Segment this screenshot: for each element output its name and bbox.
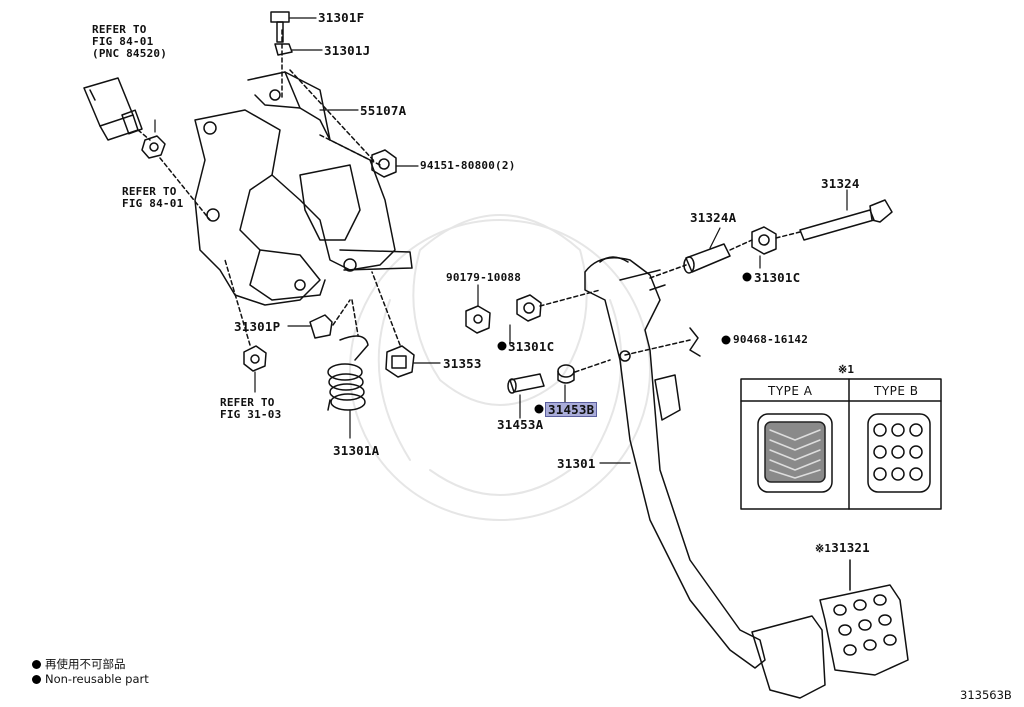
nut-84-01: [141, 135, 166, 159]
pin-31453A: [507, 373, 545, 394]
refer-line-3: (PNC 84520): [92, 47, 168, 60]
label-90468-16142[interactable]: 90468-16142: [733, 333, 809, 346]
bullet-icon: [32, 660, 41, 669]
note-mark-type-box: ※1: [838, 363, 855, 376]
nut-31-03: [243, 345, 267, 372]
bullet-icon: [32, 675, 41, 684]
label-refer-84-01: REFER TO FIG 84-01: [122, 186, 183, 210]
type-a-header: TYPE A: [768, 384, 813, 398]
type-a-pad-texture: [764, 421, 826, 483]
return-spring-31301A: [327, 335, 369, 411]
refer-line-1: REFER TO: [220, 396, 275, 409]
clip-90468: [689, 327, 701, 357]
label-31321-number: 31321: [831, 540, 870, 555]
nut-94151: [371, 149, 397, 178]
nonreusable-bullets: [497, 272, 752, 414]
bushing-31353: [385, 345, 415, 378]
label-31301A[interactable]: 31301A: [333, 443, 380, 458]
label-31301C-right[interactable]: 31301C: [754, 270, 801, 285]
legend: 再使用不可部品 Non-reusable part: [32, 657, 149, 687]
clip-31301P: [309, 314, 333, 339]
refer-line-2: FIG 84-01: [122, 197, 184, 210]
sleeve-31324A: [683, 243, 731, 274]
label-55107A[interactable]: 55107A: [360, 103, 407, 118]
bolt-31301F: [270, 11, 290, 43]
label-31353[interactable]: 31353: [443, 356, 482, 371]
label-31301[interactable]: 31301: [557, 456, 596, 471]
legend-line-en: Non-reusable part: [32, 672, 149, 687]
label-refer-31-03: REFER TO FIG 31-03: [220, 397, 281, 421]
label-90179-10088[interactable]: 90179-10088: [446, 271, 522, 284]
label-31324A[interactable]: 31324A: [690, 210, 737, 225]
bolt-31324: [799, 199, 893, 241]
legend-text-jp: 再使用不可部品: [45, 657, 126, 671]
refer-line-1: REFER TO: [122, 185, 177, 198]
refer-line-2: FIG 84-01: [92, 35, 154, 48]
stop-lamp-switch: [83, 77, 143, 141]
type-b-pad-holes: [873, 423, 923, 481]
pad-type-box: [740, 378, 942, 510]
legend-line-jp: 再使用不可部品: [32, 657, 149, 672]
pedal-pad-installed: [751, 615, 826, 699]
legend-text-en: Non-reusable part: [45, 672, 149, 686]
refer-line-2: FIG 31-03: [220, 408, 282, 421]
label-94151-80800[interactable]: 94151-80800(2): [420, 159, 516, 172]
label-31301C-mid[interactable]: 31301C: [508, 339, 555, 354]
label-refer-84-01-pnc: REFER TO FIG 84-01 (PNC 84520): [92, 24, 167, 60]
bushing-31453B: [557, 364, 575, 384]
label-31324[interactable]: 31324: [821, 176, 860, 191]
label-31321[interactable]: ※131321: [815, 541, 870, 555]
nut-90179: [465, 305, 491, 334]
type-b-header: TYPE B: [874, 384, 919, 398]
refer-line-1: REFER TO: [92, 23, 147, 36]
label-31301J[interactable]: 31301J: [324, 43, 371, 58]
label-31301P[interactable]: 31301P: [234, 319, 281, 334]
clutch-pedal-arm-31301: [584, 256, 766, 669]
nut-31301C-mid: [516, 294, 542, 322]
label-31453B-highlighted[interactable]: 31453B: [545, 402, 598, 417]
pedal-bracket: [194, 71, 413, 306]
nut-31301C-right: [751, 226, 777, 255]
label-31453A[interactable]: 31453A: [497, 417, 544, 432]
leader-lines: [154, 17, 848, 464]
watermark-emblem: [349, 214, 651, 521]
nut-31301J: [274, 43, 293, 56]
label-31301F[interactable]: 31301F: [318, 10, 365, 25]
pedal-pad-31321: [819, 584, 909, 676]
note-mark-31321: ※1: [815, 542, 832, 555]
figure-reference-code: 313563B: [960, 688, 1012, 702]
